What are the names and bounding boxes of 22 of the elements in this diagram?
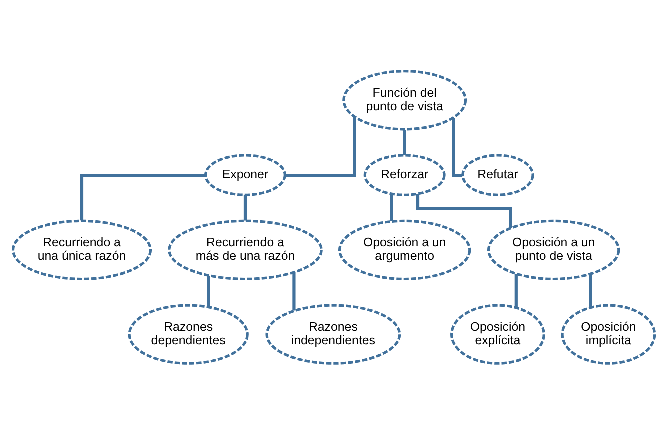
connector — [292, 272, 296, 310]
node-ellipse: Exponer — [204, 154, 286, 196]
node-ellipse: Oposición a un punto de vista — [488, 219, 620, 280]
connector — [589, 274, 592, 308]
connector — [403, 130, 406, 155]
node-ellipse: Función del punto de vista — [342, 70, 468, 130]
connector — [452, 118, 463, 177]
connector — [390, 194, 394, 221]
connector — [80, 173, 206, 220]
node-ellipse: Oposición explícita — [450, 304, 546, 364]
connector — [207, 275, 210, 306]
connector — [514, 274, 518, 308]
connector — [244, 194, 248, 220]
node-ellipse: Razones dependientes — [128, 304, 249, 364]
connector — [285, 116, 356, 177]
node-ellipse: Refutar — [462, 154, 534, 196]
node-ellipse: Recurriendo a más de una razón — [168, 219, 323, 280]
node-ellipse: Oposición implícita — [561, 304, 656, 364]
node-ellipse: Reforzar — [364, 154, 446, 196]
node-ellipse: Recurriendo a una única razón — [12, 219, 152, 280]
node-ellipse: Oposición a un argumento — [338, 219, 472, 280]
node-ellipse: Razones independientes — [266, 304, 402, 364]
